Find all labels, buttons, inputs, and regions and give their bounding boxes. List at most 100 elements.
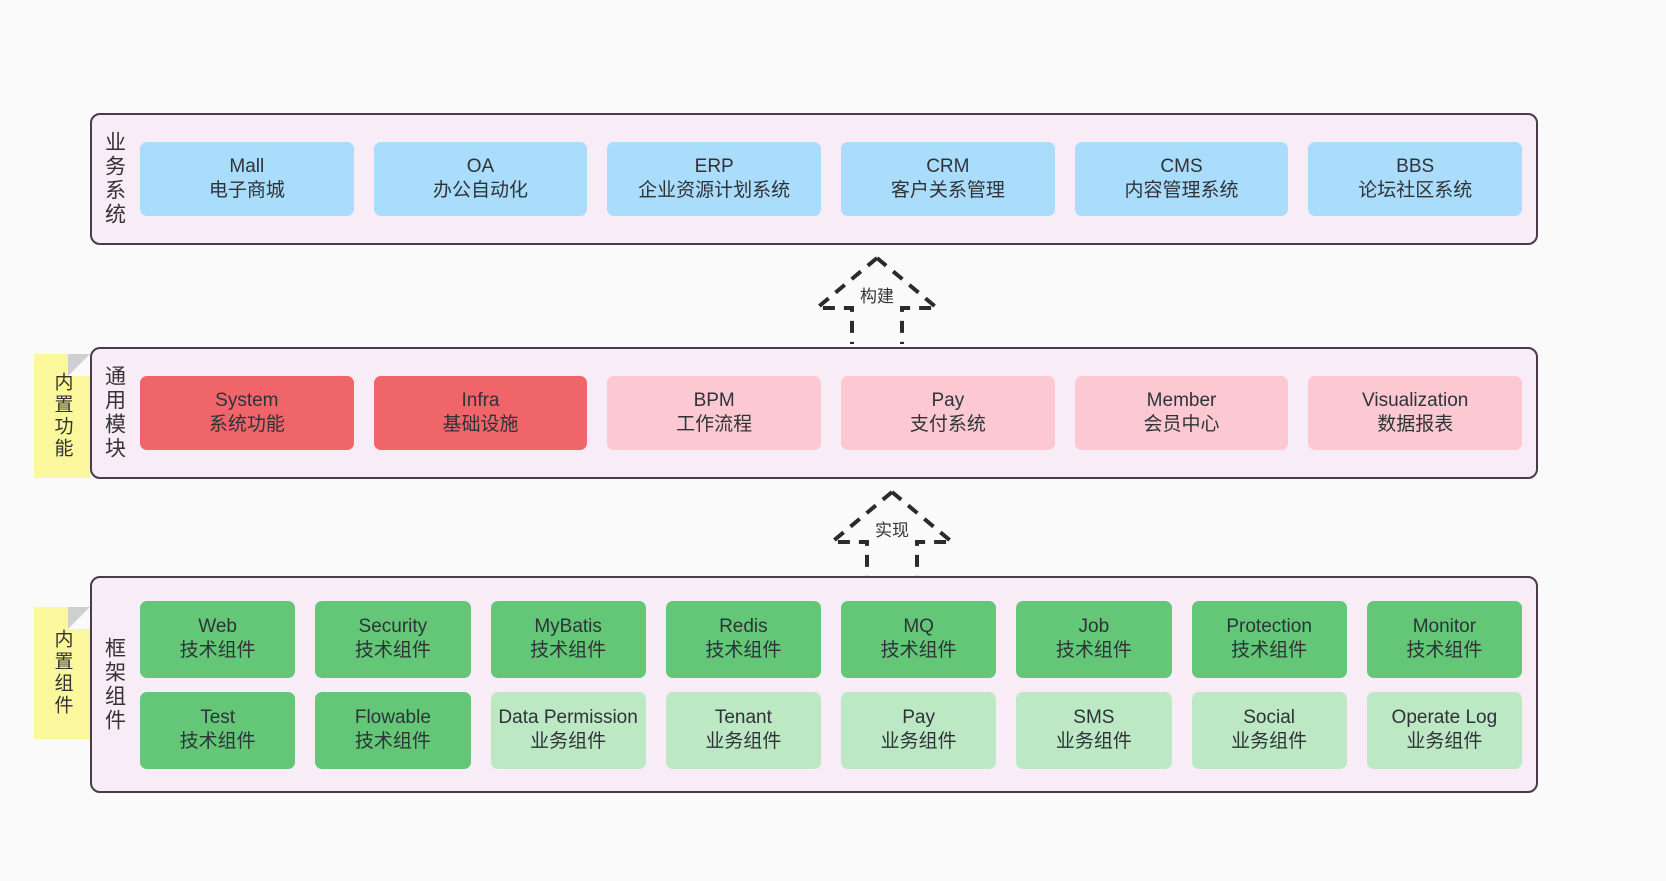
layer-common-module-body: System 系统功能 Infra 基础设施 BPM 工作流程 Pay 支付系统… — [136, 349, 1536, 477]
node-monitor-cn: 技术组件 — [1406, 640, 1483, 661]
node-redis-en: Redis — [719, 616, 768, 638]
node-test[interactable]: Test 技术组件 — [140, 691, 296, 769]
connector-build: 构建 — [797, 248, 957, 344]
node-infra[interactable]: Infra 基础设施 — [373, 376, 588, 450]
layer-business-system-body: Mall 电子商城 OA 办公自动化 ERP 企业资源计划系统 CRM 客户关系… — [136, 115, 1536, 243]
node-mybatis-en: MyBatis — [534, 616, 602, 638]
connector-implement-label: 实现 — [875, 521, 909, 540]
node-redis[interactable]: Redis 技术组件 — [665, 600, 821, 678]
layer-framework-component-label: 框架组件 — [102, 636, 126, 733]
node-mq[interactable]: MQ 技术组件 — [841, 600, 997, 678]
node-infra-en: Infra — [461, 390, 500, 412]
node-pay-module-en: Pay — [931, 390, 965, 412]
node-social-en: Social — [1243, 707, 1295, 729]
sticky-fold-icon — [68, 607, 90, 629]
node-tenant[interactable]: Tenant 业务组件 — [665, 691, 821, 769]
connector-implement-arrow-icon — [826, 490, 958, 578]
node-monitor[interactable]: Monitor 技术组件 — [1366, 600, 1522, 678]
node-visualization-cn: 数据报表 — [1377, 414, 1454, 435]
node-pay-component[interactable]: Pay 业务组件 — [841, 691, 997, 769]
node-monitor-en: Monitor — [1412, 616, 1477, 638]
node-bpm[interactable]: BPM 工作流程 — [607, 376, 822, 450]
layer-common-module: 通用模块 System 系统功能 Infra 基础设施 BPM 工作流程 Pay… — [90, 347, 1538, 479]
sticky-fold-icon — [68, 354, 90, 376]
node-test-en: Test — [200, 707, 236, 729]
node-visualization[interactable]: Visualization 数据报表 — [1308, 376, 1523, 450]
node-oa[interactable]: OA 办公自动化 — [373, 142, 588, 216]
node-security-cn: 技术组件 — [354, 640, 431, 661]
node-visualization-en: Visualization — [1362, 390, 1469, 412]
node-bpm-cn: 工作流程 — [676, 414, 753, 435]
node-system[interactable]: System 系统功能 — [140, 376, 354, 450]
node-tenant-cn: 业务组件 — [705, 731, 782, 752]
node-security[interactable]: Security 技术组件 — [315, 600, 471, 678]
connector-build-arrow-icon — [811, 256, 943, 344]
node-bbs[interactable]: BBS 论坛社区系统 — [1308, 142, 1523, 216]
node-system-en: System — [215, 390, 279, 412]
connector-implement: 实现 — [812, 482, 972, 578]
node-cms-cn: 内容管理系统 — [1124, 180, 1239, 201]
framework-business-row: Test 技术组件 Flowable 技术组件 Data Permission … — [140, 691, 1522, 769]
node-member-cn: 会员中心 — [1143, 414, 1220, 435]
sticky-note-builtin-component: 内置组件 — [34, 607, 90, 739]
node-erp[interactable]: ERP 企业资源计划系统 — [607, 142, 822, 216]
layer-framework-component: 框架组件 Web 技术组件 Security 技术组件 MyBatis 技术组件… — [90, 576, 1538, 793]
node-oa-cn: 办公自动化 — [433, 180, 529, 201]
node-job-cn: 技术组件 — [1055, 640, 1132, 661]
node-protection-en: Protection — [1226, 616, 1312, 638]
layer-common-module-label: 通用模块 — [102, 365, 126, 461]
sticky-note-builtin-component-label: 内置组件 — [51, 629, 73, 717]
node-operate-log-cn: 业务组件 — [1406, 731, 1483, 752]
node-job[interactable]: Job 技术组件 — [1016, 600, 1172, 678]
node-bbs-en: BBS — [1396, 156, 1435, 178]
sticky-note-builtin-function-label: 内置功能 — [51, 372, 73, 460]
node-mq-en: MQ — [903, 616, 934, 638]
node-protection-cn: 技术组件 — [1231, 640, 1308, 661]
node-sms[interactable]: SMS 业务组件 — [1016, 691, 1172, 769]
node-member[interactable]: Member 会员中心 — [1074, 376, 1289, 450]
node-pay-module[interactable]: Pay 支付系统 — [841, 376, 1055, 450]
sticky-note-builtin-function: 内置功能 — [34, 354, 90, 478]
node-flowable-en: Flowable — [354, 707, 431, 729]
node-cms[interactable]: CMS 内容管理系统 — [1074, 142, 1289, 216]
node-flowable-cn: 技术组件 — [354, 731, 431, 752]
node-test-cn: 技术组件 — [179, 731, 256, 752]
node-bbs-cn: 论坛社区系统 — [1358, 180, 1473, 201]
node-protection[interactable]: Protection 技术组件 — [1191, 600, 1347, 678]
node-mybatis[interactable]: MyBatis 技术组件 — [490, 600, 646, 678]
node-social[interactable]: Social 业务组件 — [1191, 691, 1347, 769]
layer-framework-component-body: Web 技术组件 Security 技术组件 MyBatis 技术组件 Redi… — [136, 578, 1536, 791]
node-pay-component-en: Pay — [902, 707, 935, 729]
node-security-en: Security — [358, 616, 428, 638]
node-web[interactable]: Web 技术组件 — [140, 600, 296, 678]
common-module-row: System 系统功能 Infra 基础设施 BPM 工作流程 Pay 支付系统… — [140, 376, 1523, 450]
node-mybatis-cn: 技术组件 — [530, 640, 607, 661]
node-pay-module-cn: 支付系统 — [909, 414, 986, 435]
node-erp-en: ERP — [694, 156, 734, 178]
node-data-permission-en: Data Permission — [498, 707, 638, 729]
node-mq-cn: 技术组件 — [880, 640, 957, 661]
node-oa-en: OA — [466, 156, 495, 178]
layer-business-system: 业务系统 Mall 电子商城 OA 办公自动化 ERP 企业资源计划系统 CRM… — [90, 113, 1538, 245]
node-data-permission-cn: 业务组件 — [530, 731, 607, 752]
node-mall-cn: 电子商城 — [208, 180, 285, 201]
framework-tech-row: Web 技术组件 Security 技术组件 MyBatis 技术组件 Redi… — [140, 600, 1522, 678]
node-crm-cn: 客户关系管理 — [890, 180, 1005, 201]
connector-build-label: 构建 — [860, 287, 894, 306]
node-flowable[interactable]: Flowable 技术组件 — [315, 691, 471, 769]
node-pay-component-cn: 业务组件 — [880, 731, 957, 752]
node-erp-cn: 企业资源计划系统 — [638, 180, 791, 201]
node-cms-en: CMS — [1160, 156, 1203, 178]
node-operate-log[interactable]: Operate Log 业务组件 — [1366, 691, 1522, 769]
node-crm-en: CRM — [926, 156, 970, 178]
node-job-en: Job — [1078, 616, 1110, 638]
node-mall[interactable]: Mall 电子商城 — [140, 142, 354, 216]
node-tenant-en: Tenant — [714, 707, 772, 729]
node-redis-cn: 技术组件 — [705, 640, 782, 661]
node-bpm-en: BPM — [693, 390, 735, 412]
node-social-cn: 业务组件 — [1231, 731, 1308, 752]
node-data-permission[interactable]: Data Permission 业务组件 — [490, 691, 646, 769]
node-crm[interactable]: CRM 客户关系管理 — [841, 142, 1055, 216]
node-mall-en: Mall — [229, 156, 265, 178]
